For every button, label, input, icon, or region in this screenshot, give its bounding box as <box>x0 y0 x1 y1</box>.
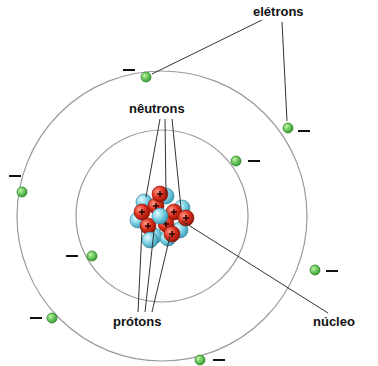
plus-sign <box>171 231 172 237</box>
minus-sign <box>213 359 225 361</box>
plus-sign <box>141 209 142 215</box>
plus-sign <box>185 215 186 221</box>
orbit <box>17 71 307 361</box>
inner-orbit <box>76 130 248 302</box>
leader-line <box>165 119 166 195</box>
plus-sign <box>155 203 156 209</box>
minus-sign <box>123 69 135 71</box>
outer-orbit <box>17 71 307 361</box>
leader-line <box>152 236 170 312</box>
nucleus <box>130 186 194 248</box>
leader-line <box>146 119 160 197</box>
proton-sphere <box>134 204 150 220</box>
leader-line <box>172 119 181 208</box>
minus-sign <box>248 160 260 162</box>
electron <box>310 265 320 275</box>
leader-line <box>182 221 328 313</box>
leader-line <box>152 20 262 74</box>
minus-sign <box>66 255 78 257</box>
minus-sign <box>9 175 21 177</box>
electron-label: elétrons <box>252 4 305 20</box>
minus-sign <box>298 130 310 132</box>
electron <box>195 355 205 365</box>
leader-line <box>145 231 154 312</box>
neutron-sphere <box>152 208 168 224</box>
electrons <box>9 70 338 365</box>
electron <box>17 187 27 197</box>
proton-sphere <box>164 226 180 242</box>
electron <box>231 156 241 166</box>
plus-sign <box>147 223 148 229</box>
minus-sign <box>30 317 42 319</box>
electron <box>87 251 97 261</box>
minus-sign <box>326 270 338 272</box>
electron <box>283 123 293 133</box>
leader-line <box>138 229 142 312</box>
neutron-sphere <box>142 232 158 248</box>
leader-lines <box>138 20 328 313</box>
neutron-label: nêutrons <box>128 101 186 117</box>
nucleus-label: núcleo <box>312 314 356 330</box>
electron <box>141 72 151 82</box>
plus-sign <box>173 209 174 215</box>
plus-sign <box>159 191 160 197</box>
electron <box>47 313 57 323</box>
leader-line <box>282 22 287 121</box>
proton-label: prótons <box>112 314 162 330</box>
